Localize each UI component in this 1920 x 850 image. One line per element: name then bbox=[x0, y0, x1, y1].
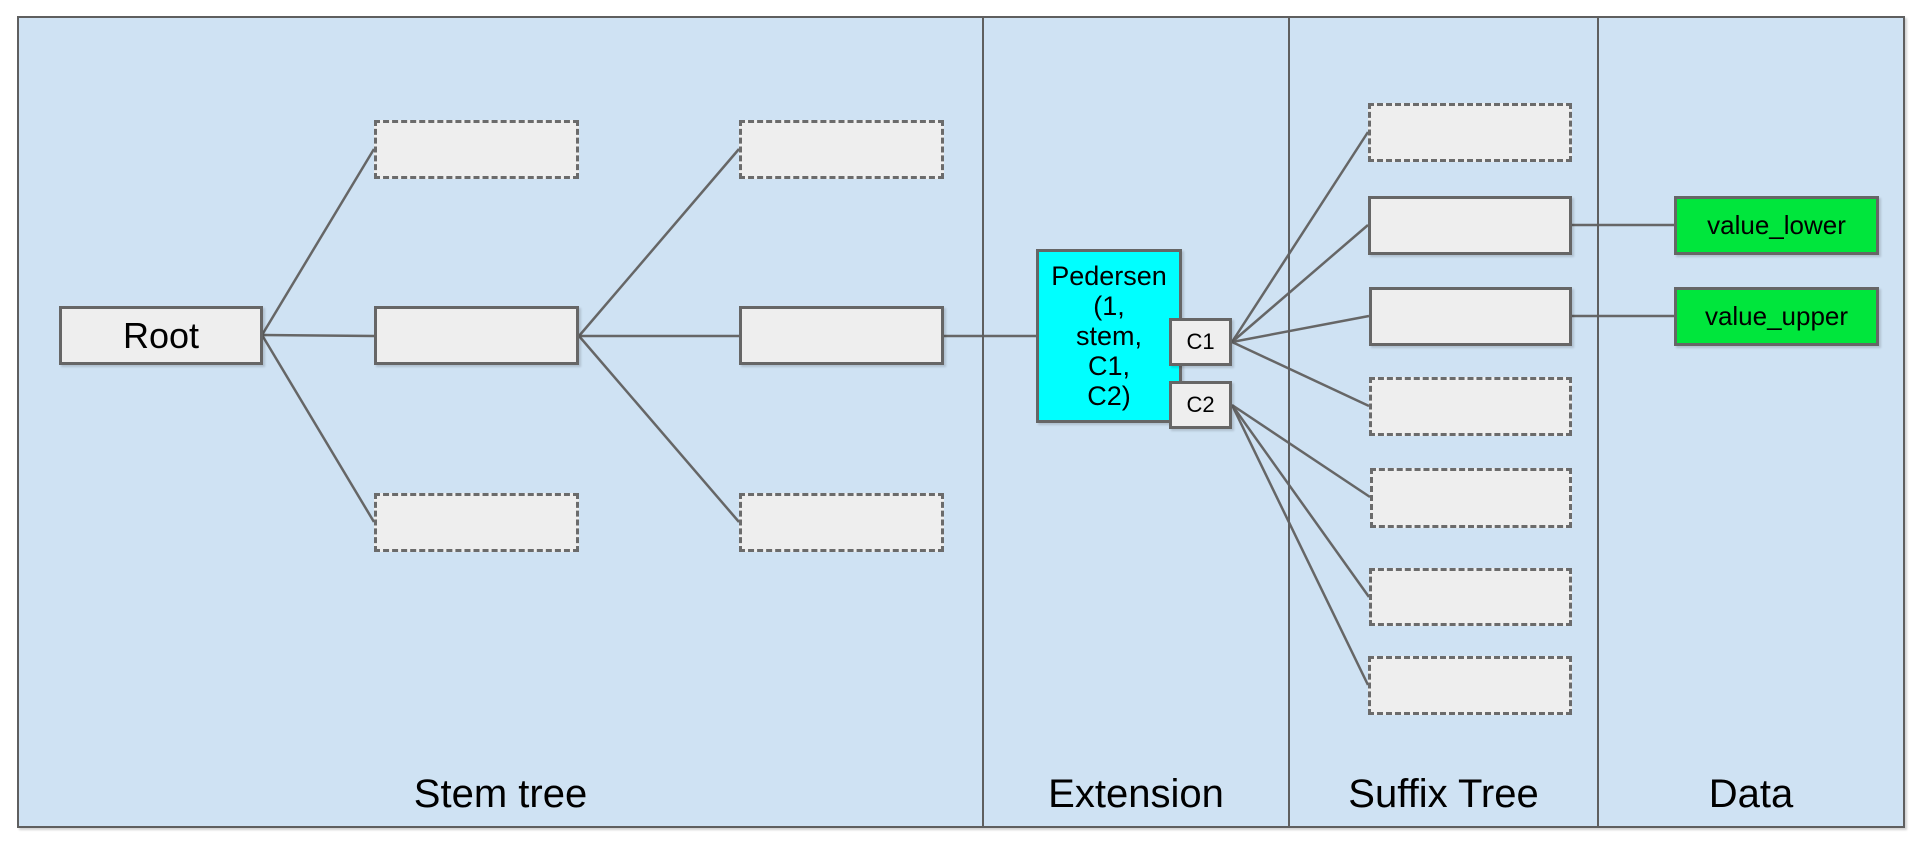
edge-line bbox=[1231, 314, 1370, 344]
stem-placeholder-node bbox=[374, 493, 579, 552]
section-label-text: Extension bbox=[1048, 771, 1224, 816]
suffix-placeholder-node bbox=[1369, 568, 1572, 626]
suffix-placeholder-node bbox=[1368, 656, 1572, 715]
section-divider bbox=[1288, 18, 1290, 826]
section-label-data: Data bbox=[1599, 770, 1903, 818]
stem-placeholder-node bbox=[374, 120, 579, 179]
root-node: Root bbox=[59, 306, 263, 365]
edge-line bbox=[1231, 224, 1369, 343]
section-label-extension: Extension bbox=[984, 770, 1288, 818]
edge-line bbox=[1230, 404, 1371, 598]
value-upper-node: value_upper bbox=[1674, 287, 1879, 346]
c2-node: C2 bbox=[1169, 381, 1232, 429]
suffix-placeholder-node bbox=[1369, 377, 1572, 436]
diagram-canvas: Root Pedersen (1, stem, C1, C2) C1 C2 va… bbox=[17, 16, 1905, 828]
stem-node bbox=[374, 306, 579, 365]
edge-line bbox=[578, 335, 740, 523]
pedersen-commitment-label: Pedersen (1, stem, C1, C2) bbox=[1051, 261, 1167, 411]
edge-line bbox=[1231, 403, 1371, 499]
value-lower-label: value_lower bbox=[1707, 210, 1846, 240]
value-upper-label: value_upper bbox=[1704, 301, 1849, 331]
root-node-label: Root bbox=[122, 314, 200, 356]
edge-line bbox=[578, 148, 740, 337]
section-divider bbox=[982, 18, 984, 826]
connector-lines bbox=[260, 131, 1674, 686]
section-label-text: Suffix Tree bbox=[1348, 771, 1539, 816]
value-lower-node: value_lower bbox=[1674, 196, 1879, 255]
suffix-placeholder-node bbox=[1370, 468, 1572, 528]
c1-node: C1 bbox=[1169, 318, 1232, 366]
suffix-placeholder-node bbox=[1368, 103, 1572, 162]
edge-line bbox=[1230, 404, 1370, 686]
section-divider bbox=[1597, 18, 1599, 826]
stem-placeholder-node bbox=[739, 120, 944, 179]
pedersen-commitment-node: Pedersen (1, stem, C1, C2) bbox=[1036, 249, 1182, 423]
edge-line bbox=[260, 334, 376, 523]
edge-line bbox=[261, 333, 375, 338]
section-label-stem-tree: Stem tree bbox=[19, 770, 982, 818]
suffix-node bbox=[1369, 287, 1572, 346]
section-label-suffix-tree: Suffix Tree bbox=[1290, 770, 1597, 818]
edge-line bbox=[1230, 131, 1370, 343]
c2-node-label: C2 bbox=[1186, 392, 1215, 417]
edge-line bbox=[1231, 340, 1370, 408]
stem-placeholder-node bbox=[739, 493, 944, 552]
section-label-text: Stem tree bbox=[413, 771, 588, 816]
suffix-node bbox=[1368, 196, 1572, 255]
edge-line bbox=[260, 148, 376, 336]
section-label-text: Data bbox=[1708, 771, 1794, 816]
c1-node-label: C1 bbox=[1186, 329, 1215, 354]
stem-node bbox=[739, 306, 944, 365]
